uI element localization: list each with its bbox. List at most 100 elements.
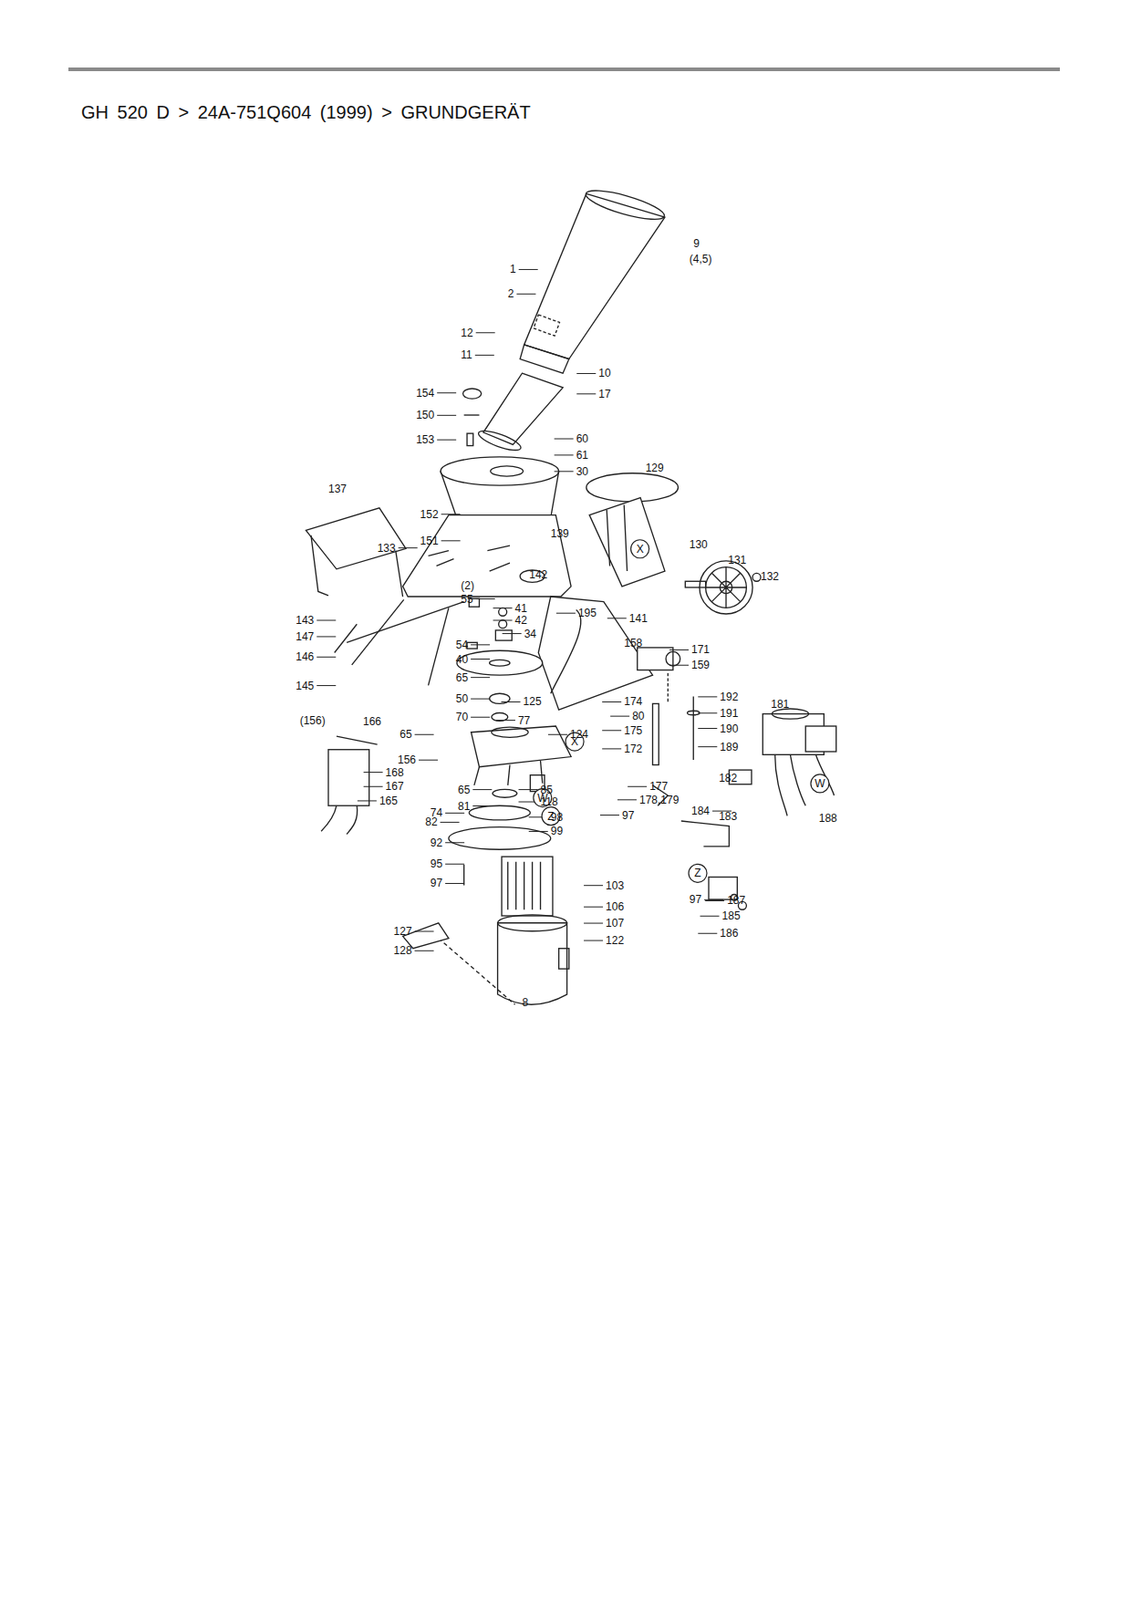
callout-number: 188 (819, 811, 838, 825)
callout-number: 55 (460, 592, 473, 606)
callout-number: 122 (605, 933, 624, 947)
callout-number: 106 (605, 900, 624, 914)
leader-line (669, 664, 689, 666)
callout-number: 137 (328, 482, 347, 496)
callout-number: (2) (460, 579, 475, 592)
callout-number: 175 (623, 724, 643, 737)
callout-number: 103 (605, 879, 624, 893)
callout-number: 97 (689, 892, 702, 906)
leader-line (470, 698, 490, 700)
callout-number: 12 (460, 326, 473, 340)
leader-line (445, 812, 465, 814)
leader-line (357, 799, 377, 801)
leader-line (516, 293, 536, 295)
callout-number: W (537, 791, 548, 805)
callout-number: 92 (430, 836, 443, 850)
callout-number: 77 (518, 714, 530, 727)
callout-number: 11 (460, 348, 472, 362)
callout-number: 190 (719, 722, 738, 736)
leader-line (576, 393, 596, 395)
callout-number: 189 (719, 740, 738, 754)
callout-number: W (814, 777, 825, 790)
leader-line (445, 863, 465, 865)
callout-number: 156 (397, 753, 416, 767)
leader-line (502, 632, 522, 634)
leader-line (445, 841, 465, 843)
leader-line (583, 923, 603, 924)
callout-number: 153 (415, 433, 435, 447)
callout-number: 181 (770, 697, 789, 711)
callout-number: 158 (623, 636, 643, 650)
callout-number: 152 (420, 508, 439, 521)
callout-number: 171 (691, 643, 710, 656)
leader-line (440, 821, 460, 823)
leader-line (470, 676, 490, 678)
leader-line (617, 798, 637, 800)
leader-line (470, 643, 490, 645)
callout-number: X (636, 542, 644, 556)
leader-line (601, 701, 622, 703)
callout-number: 41 (515, 601, 528, 615)
leader-line (496, 719, 516, 721)
callout-number: 191 (719, 706, 738, 720)
leader-line (470, 658, 490, 660)
leader-line (583, 906, 603, 908)
callout-number: 54 (456, 638, 468, 652)
callout-number: 30 (576, 465, 589, 478)
callout-number: 147 (295, 630, 314, 644)
callout-number: 65 (457, 783, 470, 797)
leader-line (363, 786, 384, 788)
leader-line (518, 269, 539, 270)
leader-line (583, 940, 603, 942)
leader-line (697, 727, 717, 729)
callout-number: 97 (622, 809, 634, 822)
leader-line (554, 438, 574, 440)
callout-number: 42 (515, 613, 528, 627)
callout-number: 192 (719, 690, 738, 704)
leader-line (548, 734, 568, 736)
callout-number: X (570, 735, 579, 748)
leader-line (472, 788, 492, 790)
leader-line (398, 547, 418, 549)
callout-number: 97 (430, 876, 443, 890)
leader-line (476, 598, 496, 600)
leader-line (601, 747, 622, 749)
exploded-view (305, 185, 836, 1006)
callout-number: 166 (363, 715, 382, 728)
view-marker (810, 774, 830, 793)
leader-line (436, 439, 457, 441)
callout-number: 187 (726, 893, 746, 907)
callout-number: 186 (719, 926, 738, 940)
callout-number: 185 (722, 909, 741, 923)
leader-line (415, 931, 435, 933)
callout-number: 61 (576, 448, 589, 462)
leader-line (518, 788, 539, 790)
callout-number: 95 (430, 857, 443, 871)
leader-line (556, 612, 576, 614)
callout-number: 65 (456, 671, 468, 685)
leader-line (697, 746, 717, 748)
callout-number: 133 (377, 541, 396, 555)
leader-line (363, 771, 384, 773)
page-title: GH 520 D > 24A-751Q604 (1999) > GRUNDGER… (81, 102, 531, 124)
callout-number: (4,5) (689, 252, 713, 266)
leader-line (475, 354, 495, 356)
leader-line (316, 635, 336, 637)
callout-number: 183 (718, 809, 737, 823)
leader-line (705, 900, 725, 902)
callout-number: 132 (760, 570, 779, 583)
view-marker (688, 863, 707, 882)
leader-line (316, 620, 336, 622)
leader-line (669, 649, 689, 651)
callout-number: 141 (629, 612, 648, 625)
leader-line (436, 392, 457, 394)
leader-line (610, 715, 630, 717)
callout-number: 8 (521, 996, 529, 1009)
callout-number: 146 (295, 650, 314, 664)
leader-line (529, 830, 549, 832)
callout-number: 80 (632, 709, 644, 723)
callout-number: 129 (645, 461, 665, 475)
callout-number: 178,179 (639, 793, 679, 807)
callout-number: 34 (524, 627, 537, 641)
